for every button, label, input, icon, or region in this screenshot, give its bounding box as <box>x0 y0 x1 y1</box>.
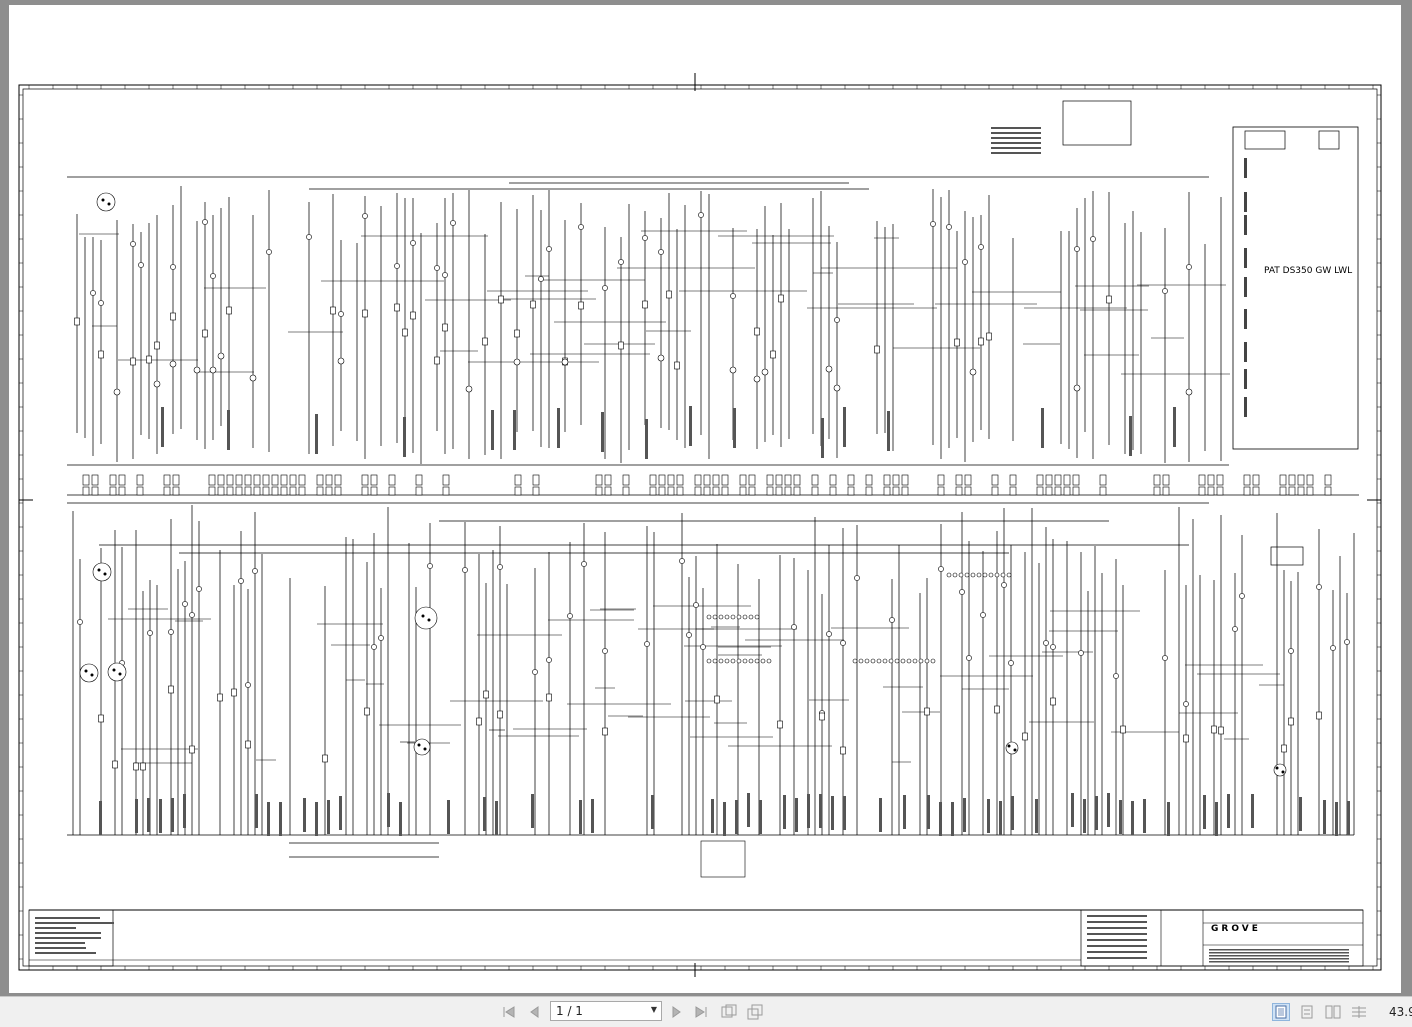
next-page-button[interactable] <box>668 1003 686 1021</box>
next-page-icon <box>672 1006 681 1018</box>
grove-logo: GROVE <box>1211 924 1261 934</box>
last-page-icon <box>695 1006 707 1018</box>
facing-pages-icon <box>1325 1005 1341 1019</box>
previous-page-button[interactable] <box>525 1003 543 1021</box>
continuous-page-icon <box>1301 1005 1313 1019</box>
fit-width-button[interactable] <box>746 1003 764 1021</box>
pat-system-label: PAT DS350 GW LWL <box>1264 266 1352 276</box>
page-number-value: 1 / 1 <box>556 1004 583 1018</box>
continuous-view-button[interactable] <box>1298 1003 1316 1021</box>
chevron-down-icon[interactable]: ▼ <box>650 1005 657 1014</box>
fit-page-button[interactable] <box>720 1003 738 1021</box>
zoom-level: 43.9 <box>1389 1005 1412 1019</box>
facing-view-button[interactable] <box>1324 1003 1342 1021</box>
continuous-facing-icon <box>1352 1006 1366 1018</box>
wiring-schematic: PAT DS350 GW LWL GROVE <box>18 73 1382 977</box>
single-page-icon <box>1275 1005 1287 1019</box>
fit-width-icon <box>747 1004 763 1020</box>
single-page-view-button[interactable] <box>1272 1003 1290 1021</box>
continuous-facing-view-button[interactable] <box>1350 1003 1368 1021</box>
last-page-button[interactable] <box>692 1003 710 1021</box>
first-page-button[interactable] <box>500 1003 518 1021</box>
viewer-toolbar: 1 / 1 ▼ 43.9 <box>0 996 1412 1027</box>
previous-page-icon <box>530 1006 539 1018</box>
document-viewport: PAT DS350 GW LWL GROVE <box>0 0 1412 996</box>
schematic-page: PAT DS350 GW LWL GROVE <box>9 5 1401 993</box>
fit-page-icon <box>721 1004 737 1018</box>
first-page-icon <box>503 1006 515 1018</box>
page-number-field[interactable]: 1 / 1 ▼ <box>550 1001 662 1021</box>
